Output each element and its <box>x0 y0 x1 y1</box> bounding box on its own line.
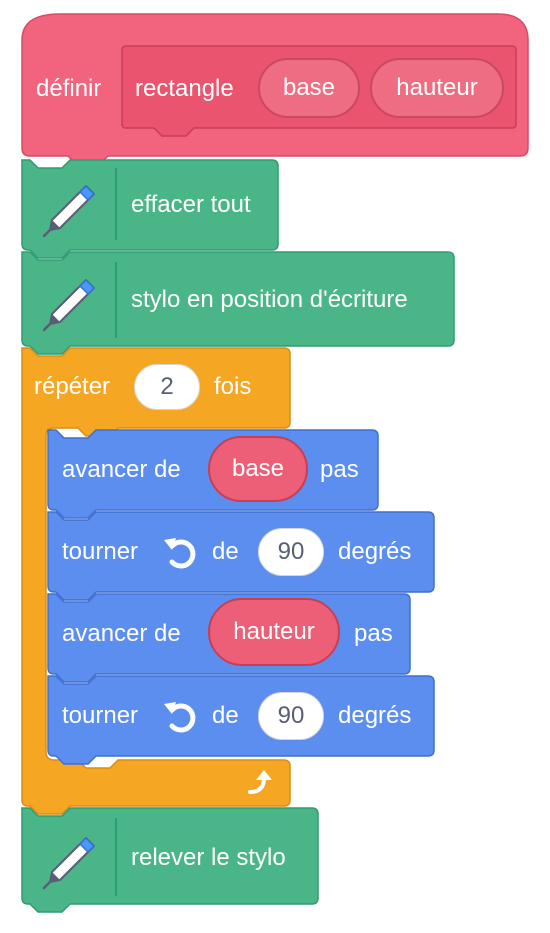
turn-degrees-input-2[interactable]: 90 <box>258 692 324 740</box>
turn-block-2[interactable] <box>47 675 435 765</box>
pen-up-separator <box>115 818 117 896</box>
turn-block-1[interactable] <box>47 511 435 601</box>
pen-down-separator <box>115 262 117 338</box>
turn-mid-2: de <box>212 702 239 729</box>
define-label: définir <box>36 75 102 102</box>
turn-degrees-input-1[interactable]: 90 <box>258 528 324 576</box>
move-label-1: avancer de <box>62 456 181 483</box>
turn-label-1: tourner <box>62 538 139 565</box>
repeat-c-block[interactable] <box>21 347 291 815</box>
turn-label-2: tourner <box>62 702 139 729</box>
param-hauteur[interactable]: hauteur <box>370 58 504 118</box>
pen-up-block[interactable] <box>21 807 319 913</box>
param-base[interactable]: base <box>258 58 360 118</box>
pen-icon <box>42 836 96 890</box>
repeat-count-input[interactable]: 2 <box>134 364 200 410</box>
custom-block-name: rectangle <box>135 75 234 102</box>
turn-unit-1: degrés <box>338 538 412 565</box>
pen-up-label: relever le stylo <box>131 844 286 871</box>
pen-icon <box>42 278 96 332</box>
turn-unit-2: degrés <box>338 702 412 729</box>
pen-down-block[interactable] <box>21 251 455 355</box>
move-value-base[interactable]: base <box>208 436 308 502</box>
move-unit-1: pas <box>320 456 359 483</box>
pen-down-label: stylo en position d'écriture <box>131 286 408 313</box>
pen-icon <box>42 184 96 238</box>
turn-mid-1: de <box>212 538 239 565</box>
repeat-label-before: répéter <box>34 373 111 400</box>
repeat-label-after: fois <box>214 373 252 400</box>
move-unit-2: pas <box>354 620 393 647</box>
pen-clear-separator <box>115 168 117 240</box>
move-value-hauteur[interactable]: hauteur <box>208 598 340 666</box>
rotate-left-icon <box>164 702 196 733</box>
rotate-left-icon <box>164 538 196 569</box>
pen-clear-block[interactable] <box>21 159 279 259</box>
loop-arrow-icon <box>248 770 272 794</box>
move-label-2: avancer de <box>62 620 181 647</box>
pen-clear-label: effacer tout <box>131 191 251 218</box>
